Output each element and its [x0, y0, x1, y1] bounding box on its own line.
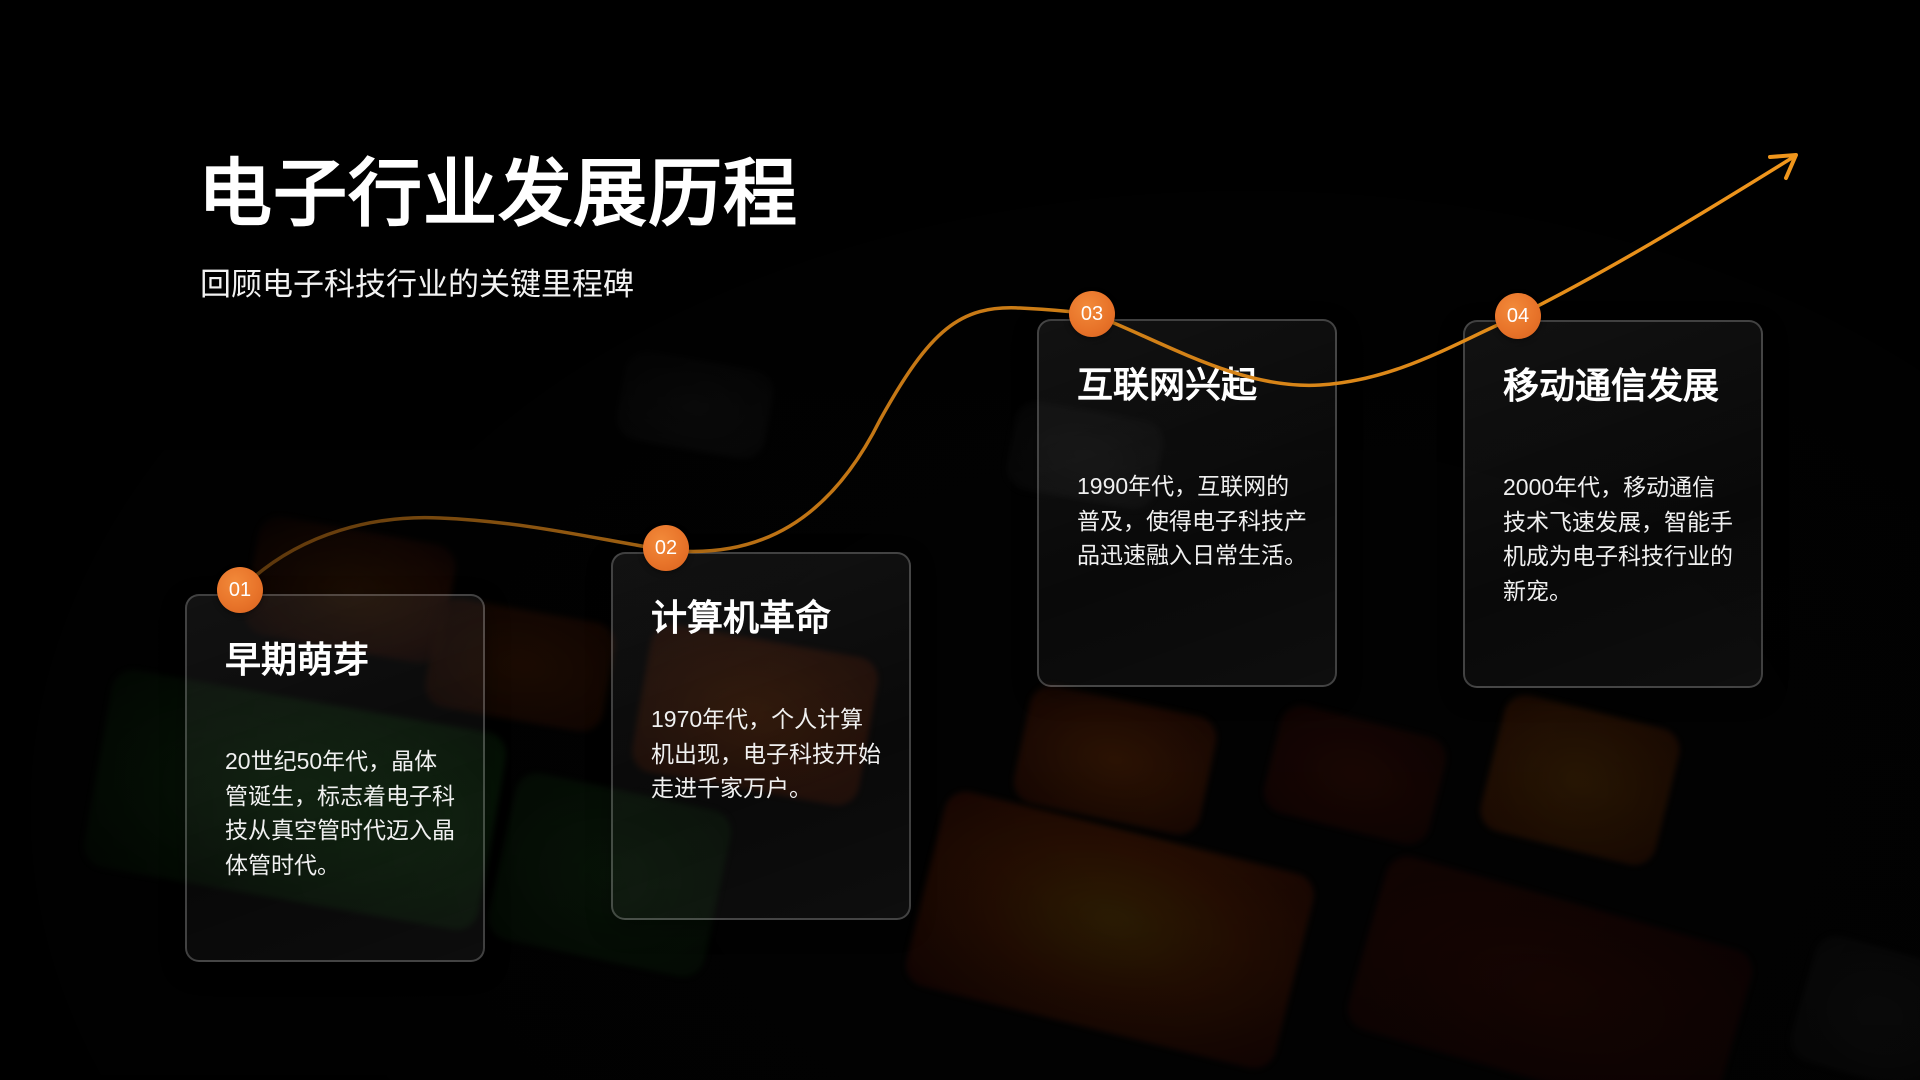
milestone-badge-03: 03	[1069, 291, 1115, 337]
milestone-badge-04: 04	[1495, 293, 1541, 339]
card-title: 早期萌芽	[225, 639, 370, 680]
card-title: 移动通信发展	[1503, 365, 1720, 406]
milestone-badge-01: 01	[217, 567, 263, 613]
card-title: 互联网兴起	[1077, 364, 1258, 405]
card-title: 计算机革命	[651, 597, 832, 638]
timeline-card-mobile-communication: 移动通信发展 2000年代，移动通信技术飞速发展，智能手机成为电子科技行业的新宠…	[1463, 320, 1763, 688]
timeline-card-early-stage: 早期萌芽 20世纪50年代，晶体管诞生，标志着电子科技从真空管时代迈入晶体管时代…	[185, 594, 485, 962]
timeline-card-computer-revolution: 计算机革命 1970年代，个人计算机出现，电子科技开始走进千家万户。	[611, 552, 911, 920]
slide-title: 电子行业发展历程	[198, 152, 798, 235]
card-description: 1970年代，个人计算机出现，电子科技开始走进千家万户。	[651, 706, 881, 801]
timeline-card-internet-rise: 互联网兴起 1990年代，互联网的普及，使得电子科技产品迅速融入日常生活。	[1037, 319, 1337, 687]
milestone-badge-02: 02	[643, 525, 689, 571]
card-description: 20世纪50年代，晶体管诞生，标志着电子科技从真空管时代迈入晶体管时代。	[225, 748, 455, 878]
card-description: 2000年代，移动通信技术飞速发展，智能手机成为电子科技行业的新宠。	[1503, 474, 1733, 604]
slide-subtitle: 回顾电子科技行业的关键里程碑	[200, 267, 634, 302]
card-description: 1990年代，互联网的普及，使得电子科技产品迅速融入日常生活。	[1077, 473, 1307, 568]
